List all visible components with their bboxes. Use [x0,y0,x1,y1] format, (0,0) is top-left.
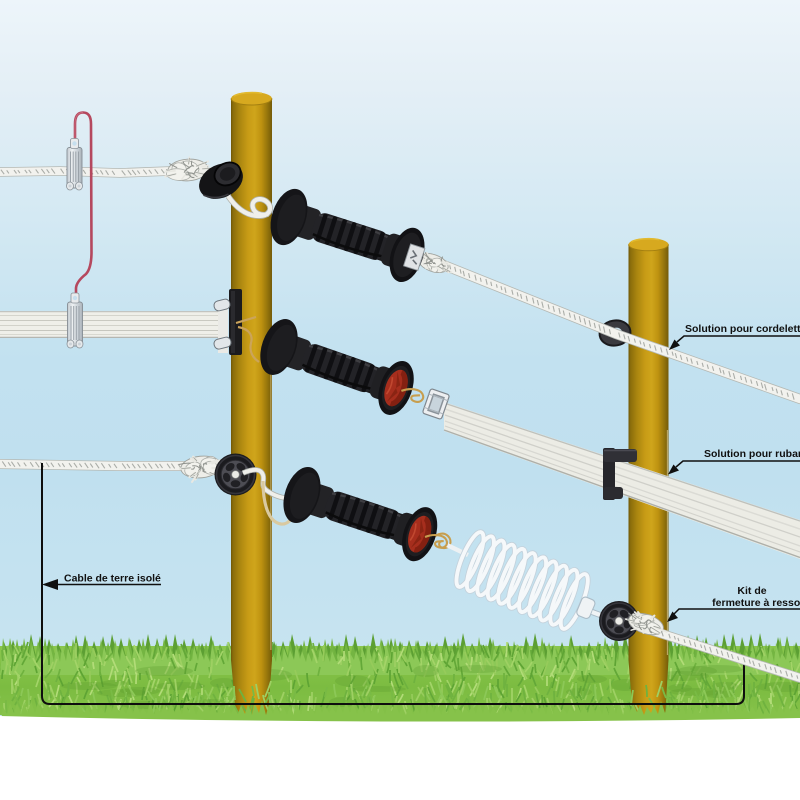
svg-text:Solution pour cordelette: Solution pour cordelette [685,323,800,335]
svg-text:Solution pour rubans: Solution pour rubans [704,448,800,460]
svg-text:fermeture à ressort: fermeture à ressort [712,597,800,609]
svg-text:Kit de: Kit de [737,585,766,597]
svg-text:Cable de terre isolé: Cable de terre isolé [64,573,161,585]
